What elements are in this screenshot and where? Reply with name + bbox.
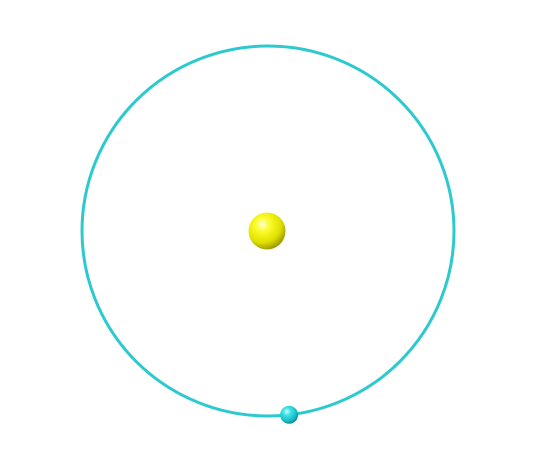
orbit-ring xyxy=(80,44,456,418)
orbiting-planet xyxy=(280,405,299,424)
central-star xyxy=(248,212,286,250)
